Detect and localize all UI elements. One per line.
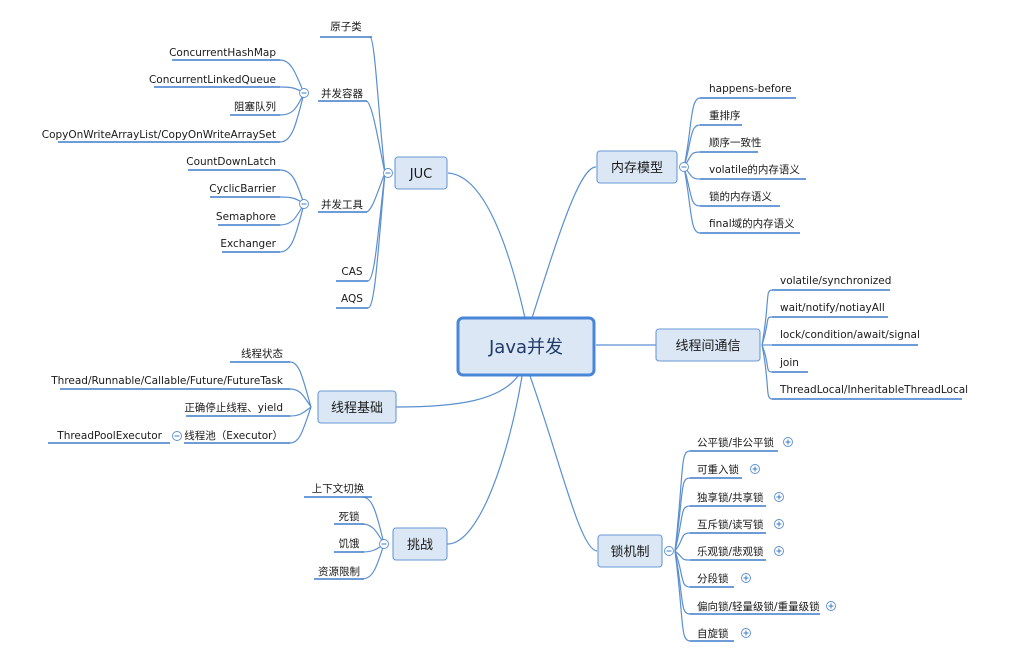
topic-locks-box[interactable]	[597, 534, 663, 568]
topic-memory-model-box[interactable]	[596, 150, 678, 184]
challenge-item[interactable]: 上下文切换	[312, 482, 365, 495]
lock-item[interactable]: 公平锁/非公平锁	[697, 436, 775, 449]
container-item[interactable]: ConcurrentLinkedQueue	[149, 74, 276, 86]
topic-challenges[interactable]: 挑战	[407, 538, 433, 553]
collapse-icon[interactable]	[679, 162, 689, 172]
lock-item[interactable]: 分段锁	[697, 572, 729, 585]
central-topic[interactable]: Java并发	[488, 337, 563, 358]
memory-model-branch	[683, 97, 806, 234]
container-item[interactable]: 阻塞队列	[234, 100, 276, 113]
expand-icon[interactable]	[774, 492, 784, 502]
juc-cas[interactable]: CAS	[341, 266, 363, 278]
topic-memory-model[interactable]: 内存模型	[611, 160, 663, 176]
thread-comm-branch	[761, 289, 962, 400]
thread-comm-item[interactable]: join	[779, 357, 799, 369]
juc-aqs[interactable]: AQS	[341, 293, 363, 305]
central-topic-box[interactable]	[456, 316, 596, 377]
expand-icon[interactable]	[783, 437, 793, 447]
topic-challenges-box[interactable]	[392, 527, 448, 561]
memory-model-item[interactable]: volatile的内存语义	[709, 163, 800, 176]
memory-model-item[interactable]: 重排序	[709, 109, 741, 122]
memory-model-item[interactable]: happens-before	[709, 83, 792, 95]
expand-icon[interactable]	[774, 519, 784, 529]
collapse-icon[interactable]	[299, 88, 309, 98]
expand-icon[interactable]	[774, 546, 784, 556]
lock-item[interactable]: 互斥锁/读写锁	[697, 518, 764, 531]
collapse-icon[interactable]	[172, 431, 182, 441]
locks-branch	[674, 450, 820, 642]
lock-item[interactable]: 自旋锁	[697, 627, 729, 640]
topic-thread-comm-box[interactable]	[655, 328, 761, 362]
juc-containers[interactable]: 并发容器	[321, 87, 363, 100]
container-item[interactable]: CopyOnWriteArrayList/CopyOnWriteArraySet	[42, 129, 276, 141]
thread-comm-item[interactable]: ThreadLocal/InheritableThreadLocal	[779, 384, 968, 396]
challenge-item[interactable]: 资源限制	[318, 565, 360, 578]
juc-tools[interactable]: 并发工具	[321, 198, 363, 211]
thread-basics-branch	[48, 361, 312, 444]
thread-pool-executor[interactable]: ThreadPoolExecutor	[56, 430, 162, 442]
challenge-item[interactable]: 死锁	[339, 510, 360, 523]
lock-item[interactable]: 偏向锁/轻量级锁/重量级锁	[697, 600, 820, 613]
topic-thread-basics-box[interactable]	[317, 390, 397, 424]
topic-juc[interactable]: JUC	[409, 167, 432, 182]
lock-item[interactable]: 独享锁/共享锁	[697, 491, 764, 504]
topic-locks[interactable]: 锁机制	[610, 544, 649, 560]
memory-model-item[interactable]: final域的内存语义	[709, 217, 795, 230]
collapse-icon[interactable]	[383, 168, 393, 178]
collapse-icon[interactable]	[664, 546, 674, 556]
juc-atomic[interactable]: 原子类	[330, 20, 362, 33]
thread-pool[interactable]: 线程池（Executor）	[184, 429, 283, 442]
expand-icon[interactable]	[741, 573, 751, 583]
thread-comm-item[interactable]: volatile/synchronized	[780, 275, 891, 287]
thread-basics-item[interactable]: 线程状态	[241, 347, 283, 360]
collapse-icon[interactable]	[379, 539, 389, 549]
main-branches	[395, 166, 656, 552]
topic-thread-comm[interactable]: 线程间通信	[675, 339, 740, 354]
collapse-icon[interactable]	[299, 199, 309, 209]
topic-juc-box[interactable]	[394, 156, 448, 190]
thread-comm-item[interactable]: wait/notify/notiayAll	[780, 302, 885, 314]
thread-basics-item[interactable]: Thread/Runnable/Callable/Future/FutureTa…	[50, 375, 284, 387]
memory-model-item[interactable]: 锁的内存语义	[709, 190, 772, 203]
thread-basics-item[interactable]: 正确停止线程、yield	[184, 401, 283, 414]
lock-item[interactable]: 可重入锁	[697, 463, 739, 476]
topic-thread-basics[interactable]: 线程基础	[331, 401, 383, 416]
tool-item[interactable]: Exchanger	[220, 238, 276, 250]
expand-icon[interactable]	[826, 601, 836, 611]
expand-icon[interactable]	[750, 464, 760, 474]
memory-model-item[interactable]: 顺序一致性	[709, 136, 762, 149]
tool-item[interactable]: CyclicBarrier	[209, 183, 276, 195]
expand-icon[interactable]	[741, 628, 751, 638]
thread-comm-item[interactable]: lock/condition/await/signal	[780, 329, 920, 341]
container-item[interactable]: ConcurrentHashMap	[169, 47, 276, 59]
challenge-item[interactable]: 饥饿	[339, 537, 360, 550]
tool-item[interactable]: Semaphore	[216, 211, 276, 223]
tool-item[interactable]: CountDownLatch	[186, 156, 276, 168]
lock-item[interactable]: 乐观锁/悲观锁	[697, 545, 764, 558]
